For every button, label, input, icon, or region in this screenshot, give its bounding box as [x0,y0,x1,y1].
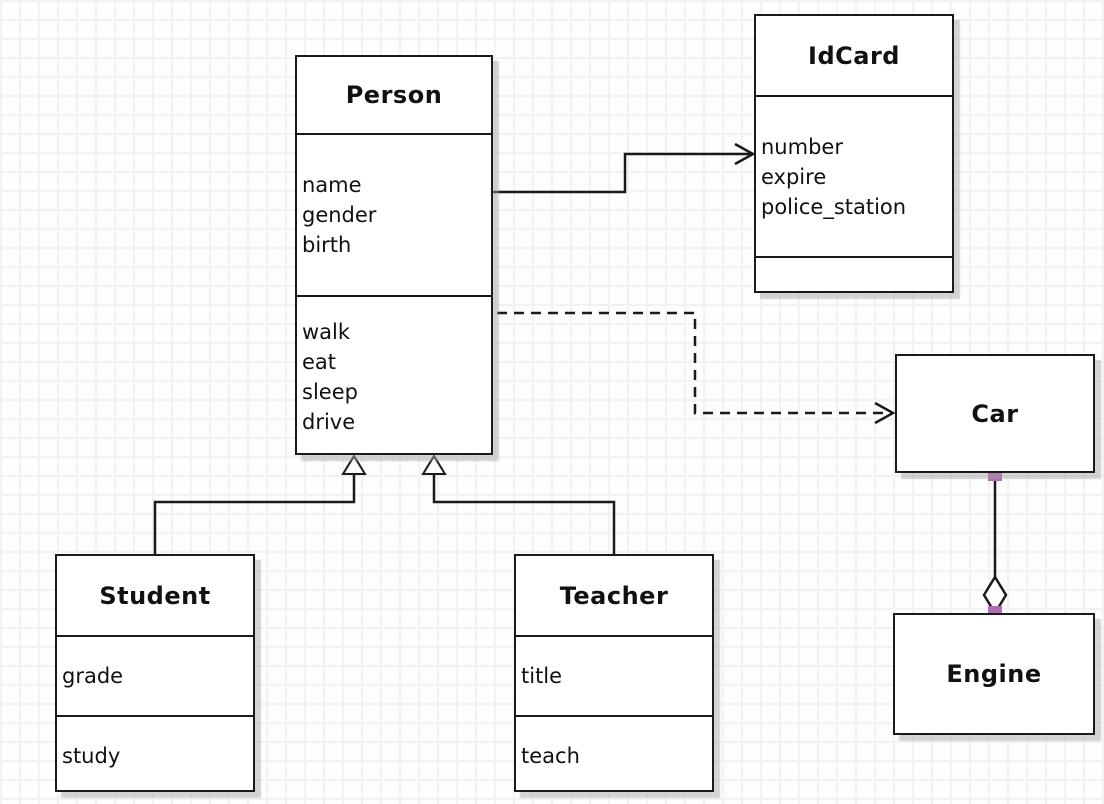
attribute: expire [761,164,827,189]
class-attributes: grade [57,635,253,715]
dependency-line-person-car[interactable] [497,311,889,415]
class-idcard[interactable]: IdCard number expire police_station [754,14,954,293]
class-person[interactable]: Person name gender birth walk eat sleep … [295,55,493,455]
method: teach [521,743,580,768]
class-title: IdCard [808,41,900,70]
class-title: Car [971,399,1019,428]
method: study [62,743,121,768]
class-title: Person [345,81,443,109]
class-attributes: number expire police_station [756,95,952,256]
hollow-triangle-icon [341,454,367,475]
class-title: Teacher [559,581,669,610]
attribute: name [302,173,362,197]
hollow-diamond-icon [982,574,1008,616]
method: sleep [302,380,358,404]
class-teacher[interactable]: Teacher title teach [514,554,714,792]
method: walk [302,320,351,344]
method: drive [302,410,356,434]
association-line-person-idcard[interactable] [493,152,751,194]
class-methods: walk eat sleep drive [297,295,491,457]
generalization-line-student-person[interactable] [153,473,356,554]
class-car[interactable]: Car [895,354,1095,473]
attribute: grade [62,664,124,688]
class-methods: study [57,715,253,794]
attribute: number [761,134,843,159]
method: eat [302,350,337,374]
attribute: title [521,664,563,688]
class-methods-empty [756,256,952,295]
attribute: police_station [761,194,907,219]
class-student[interactable]: Student grade study [55,554,255,792]
class-title: Student [99,581,211,610]
attribute: gender [302,203,377,227]
class-attributes: title [516,635,712,715]
hollow-triangle-icon [421,454,447,475]
generalization-line-teacher-person[interactable] [432,473,616,554]
class-methods: teach [516,715,712,794]
attribute: birth [302,233,352,257]
class-engine[interactable]: Engine [893,613,1095,735]
class-attributes: name gender birth [297,133,491,295]
class-title: Engine [946,660,1042,688]
